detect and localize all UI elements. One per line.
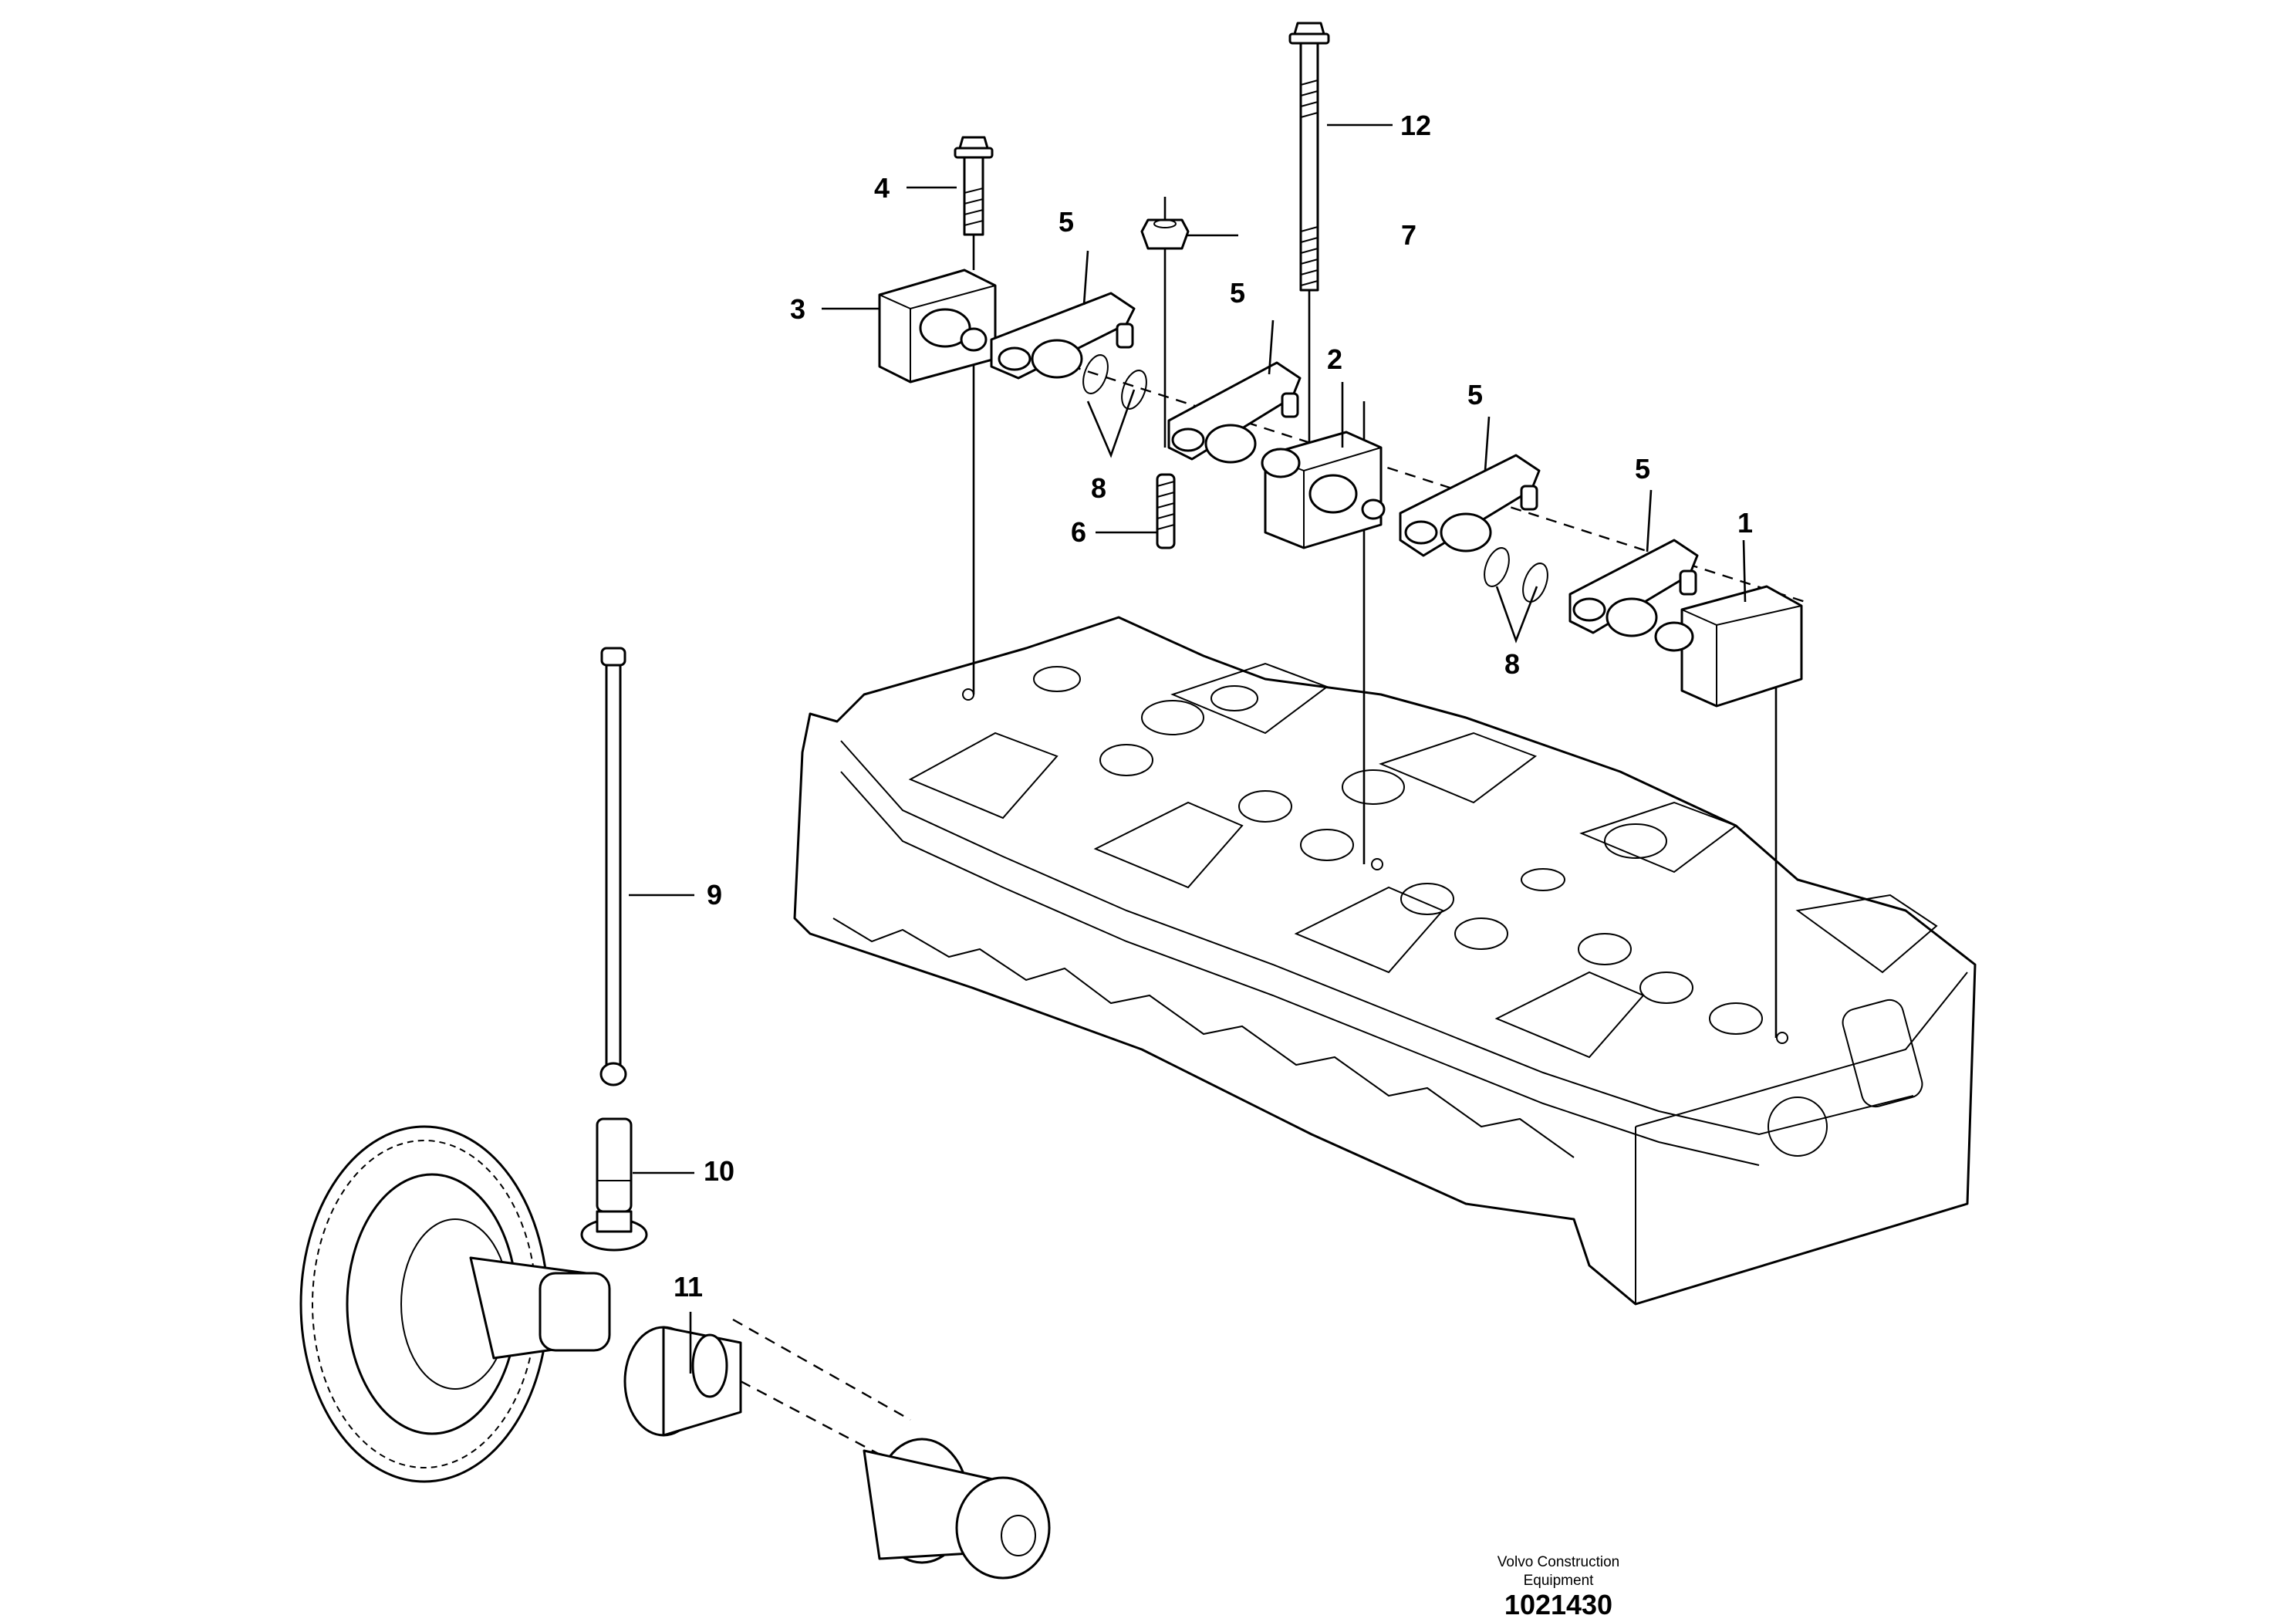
leader-lines [629, 123, 1747, 1374]
footer-block: Volvo Construction Equipment 1021430 [1497, 1554, 1619, 1620]
callout-3: 3 [790, 293, 805, 325]
callout-6: 6 [1071, 516, 1086, 548]
callout-5a: 5 [1059, 206, 1074, 238]
rocker-bracket-2 [1261, 431, 1386, 549]
valve-seats [1033, 666, 1763, 1035]
snap-rings [1082, 354, 1548, 603]
callout-11: 11 [674, 1271, 703, 1303]
rocker-arm-a [990, 292, 1136, 380]
callout-5c: 5 [1467, 379, 1483, 411]
callout-4: 4 [874, 172, 890, 204]
rocker-arm-c [1399, 454, 1541, 557]
rocker-arm-b [1167, 361, 1302, 464]
pushrod-9 [599, 647, 627, 1086]
callout-5b: 5 [1230, 277, 1245, 309]
stud-6 [1156, 473, 1176, 549]
callout-5d: 5 [1635, 453, 1650, 485]
callout-8b: 8 [1504, 648, 1520, 680]
callout-9: 9 [707, 879, 722, 911]
callout-2: 2 [1327, 343, 1342, 375]
callout-8a: 8 [1091, 472, 1106, 504]
nut-7 [1140, 218, 1190, 250]
callout-12: 12 [1400, 110, 1431, 141]
rocker-pockets [908, 662, 1938, 1059]
bolt-4 [954, 136, 994, 236]
callout-labels: 1 2 3 4 5 5 5 5 6 7 8 8 9 10 11 12 [674, 110, 1753, 1303]
rocker-bracket-1 [1654, 585, 1803, 708]
camshaft-11 [299, 1125, 1051, 1580]
callout-10: 10 [704, 1155, 734, 1187]
drawing-number: 1021430 [1504, 1589, 1612, 1620]
cylinder-head [793, 616, 1977, 1306]
brand-line-1: Volvo Construction [1497, 1554, 1619, 1570]
rocker-arm-d [1568, 539, 1699, 637]
callout-7: 7 [1401, 219, 1416, 251]
long-bolt-12 [1288, 22, 1330, 292]
tappet-10 [580, 1117, 648, 1252]
brand-line-2: Equipment [1524, 1573, 1595, 1589]
callout-1: 1 [1737, 507, 1753, 539]
rocker-bracket-3 [878, 269, 997, 384]
